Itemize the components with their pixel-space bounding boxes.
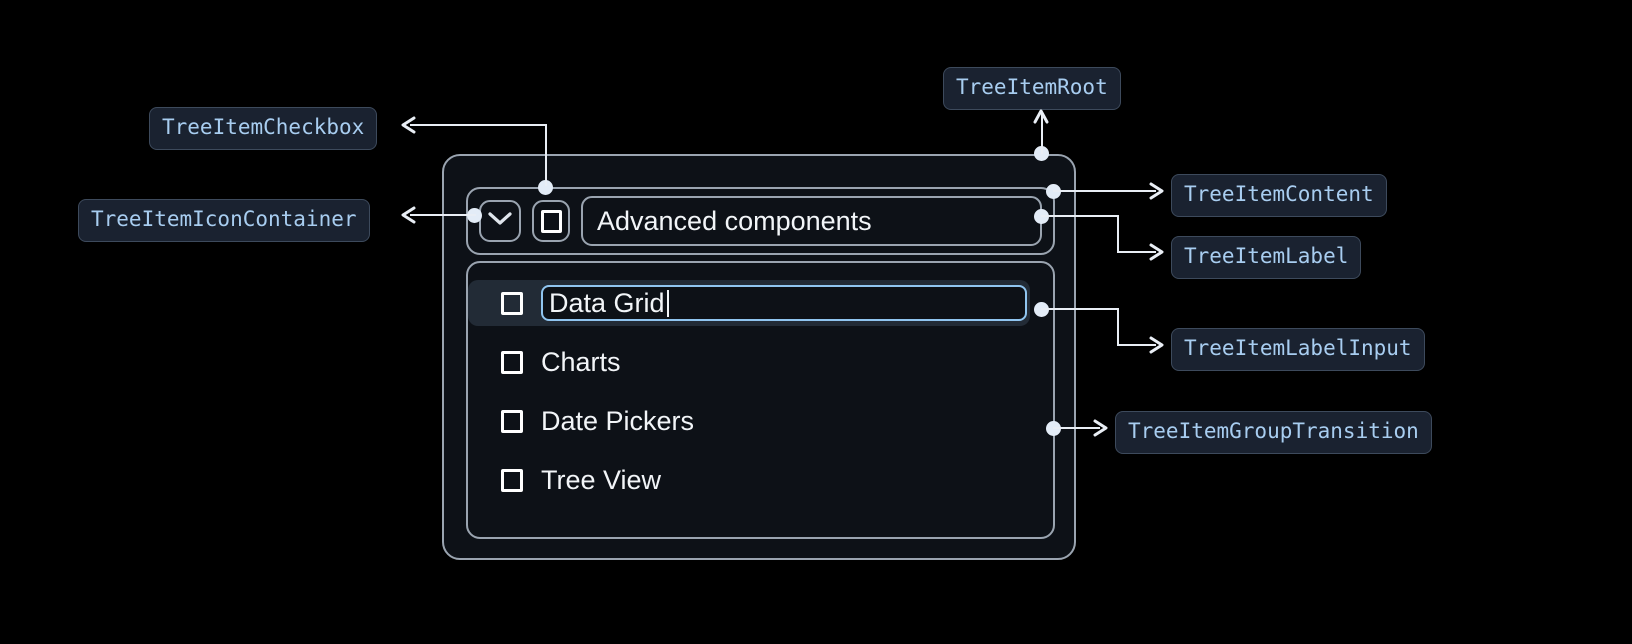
connector-line-group-transition — [1053, 427, 1100, 429]
chevron-down-icon — [487, 211, 513, 232]
connector-line-label-h2 — [1117, 251, 1156, 253]
tree-item-label-input-value: Data Grid — [549, 287, 665, 318]
connector-dot-checkbox — [538, 180, 553, 195]
row-spacer — [468, 444, 1053, 457]
connector-line-root — [1041, 114, 1043, 154]
row-spacer — [468, 385, 1053, 398]
tree-item-checkbox[interactable] — [501, 291, 523, 315]
row-spacer — [468, 326, 1053, 339]
tree-item-content[interactable]: Advanced components — [466, 187, 1055, 255]
connector-line-label-h1 — [1041, 215, 1119, 217]
annotation-tree-item-content: TreeItemContent — [1171, 174, 1387, 217]
connector-arrow-root — [1032, 106, 1050, 126]
tree-item-label: Date Pickers — [541, 405, 695, 436]
connector-line-checkbox-v — [545, 124, 547, 186]
tree-item-checkbox[interactable] — [501, 409, 523, 433]
connector-arrow-label-input — [1148, 335, 1166, 355]
tree-item-label-input[interactable]: Data Grid — [541, 285, 1027, 321]
connector-line-label-v — [1117, 215, 1119, 253]
annotation-tree-item-group-transition: TreeItemGroupTransition — [1115, 411, 1432, 454]
tree-item-label-text: Advanced components — [597, 205, 872, 236]
annotation-tree-item-checkbox: TreeItemCheckbox — [149, 107, 378, 150]
tree-row-date-pickers[interactable]: Date Pickers — [468, 398, 1053, 444]
tree-item-checkbox[interactable] — [501, 350, 523, 374]
checkbox-square-icon — [540, 209, 562, 233]
annotation-tree-item-label: TreeItemLabel — [1171, 236, 1362, 279]
connector-arrow-checkbox — [399, 115, 417, 135]
connector-line-icon-container — [410, 214, 476, 216]
tree-item-icon-container[interactable] — [479, 200, 521, 242]
connector-line-label-input-h1 — [1041, 308, 1119, 310]
tree-item-label: Charts — [541, 346, 621, 377]
connector-line-label-input-h2 — [1117, 344, 1156, 346]
tree-item-checkbox[interactable] — [532, 200, 570, 242]
annotation-tree-item-label-input: TreeItemLabelInput — [1171, 328, 1425, 371]
connector-arrow-content — [1148, 181, 1166, 201]
tree-item-checkbox[interactable] — [501, 468, 523, 492]
tree-item-label: Tree View — [541, 464, 662, 495]
connector-arrow-icon-container — [399, 205, 417, 225]
connector-line-label-input-v — [1117, 308, 1119, 346]
tree-row-data-grid[interactable]: Data Grid — [468, 280, 1030, 326]
connector-arrow-label — [1148, 242, 1166, 262]
annotation-tree-item-root: TreeItemRoot — [943, 67, 1121, 110]
tree-row-charts[interactable]: Charts — [468, 339, 1053, 385]
tree-item-group-transition: Data Grid Charts Date Pickers Tree View — [466, 261, 1055, 539]
tree-row-tree-view[interactable]: Tree View — [468, 457, 1053, 503]
connector-arrow-group-transition — [1092, 418, 1110, 438]
tree-item-label[interactable]: Advanced components — [581, 196, 1042, 246]
connector-line-content — [1053, 190, 1156, 192]
annotation-tree-item-icon-container: TreeItemIconContainer — [78, 199, 370, 242]
tree-item-root[interactable]: Advanced components Data Grid Charts Dat… — [442, 154, 1076, 560]
text-caret — [666, 289, 669, 317]
connector-line-checkbox-h — [410, 124, 546, 126]
